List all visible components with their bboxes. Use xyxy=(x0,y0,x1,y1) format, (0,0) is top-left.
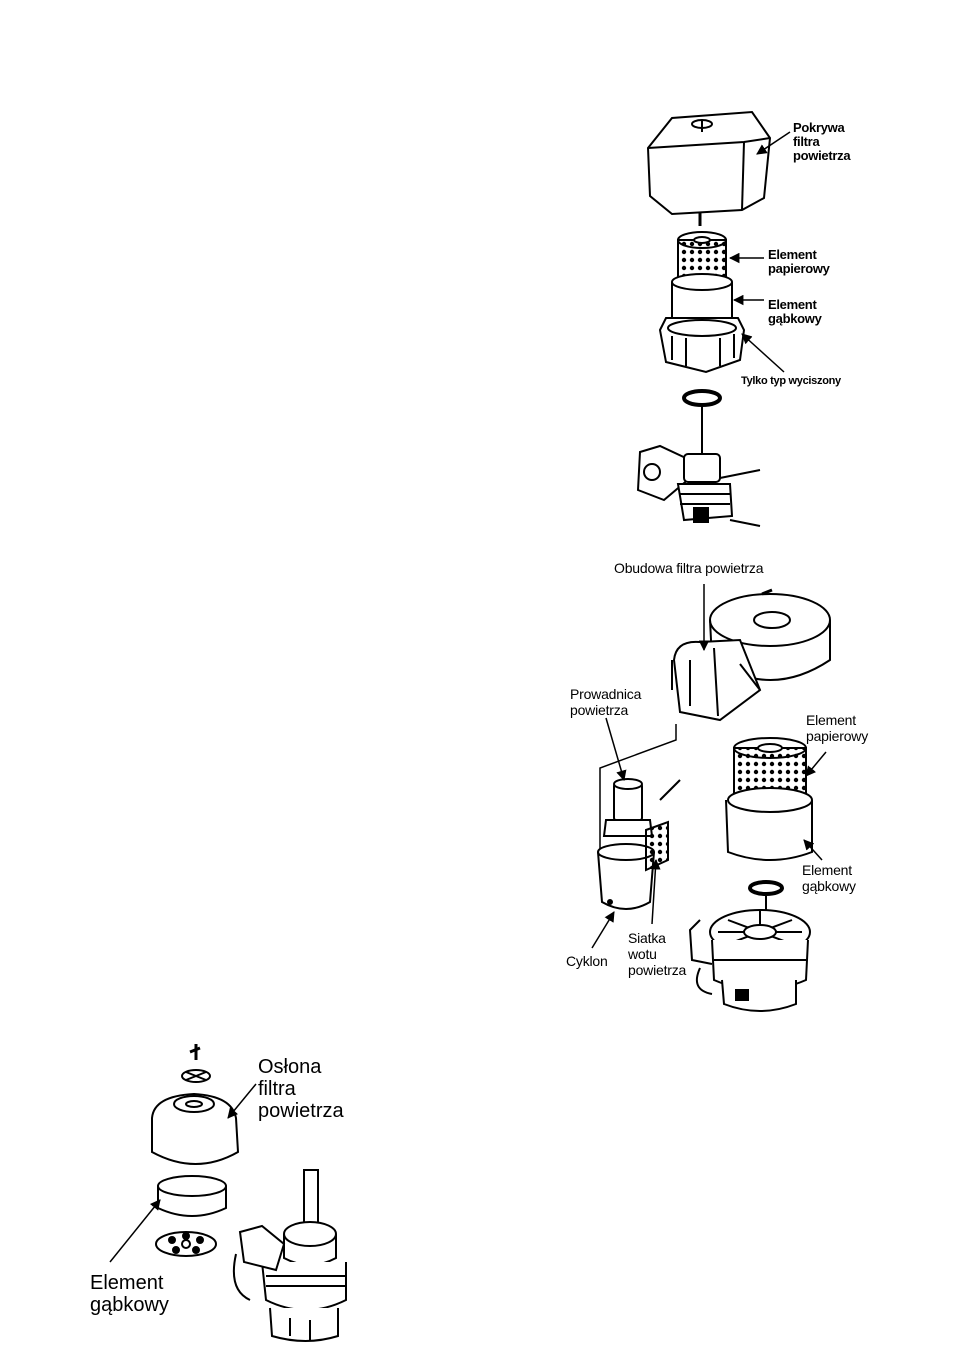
top-paper-element-drawing xyxy=(678,232,726,280)
bottom-cover-label: Osłona filtra powietrza xyxy=(258,1056,344,1122)
top-base-drawing xyxy=(660,318,744,372)
middle-gasket-drawing xyxy=(750,882,782,894)
top-cover-label: Pokrywa filtra powietrza xyxy=(793,121,850,163)
bottom-engine-drawing xyxy=(234,1170,346,1341)
top-paper-element-label: Element papierowy xyxy=(768,248,830,276)
bottom-grid-drawing xyxy=(156,1232,216,1256)
middle-air-guide-label: Prowadnica powietrza xyxy=(570,686,641,718)
middle-housing-label: Obudowa filtra powietrza xyxy=(614,560,763,576)
top-foam-element-label: Element gąbkowy xyxy=(768,298,822,326)
middle-cyclone-arrow xyxy=(592,912,614,948)
bottom-foam-element-label: Element gąbkowy xyxy=(90,1272,169,1316)
bottom-cover-arrow xyxy=(228,1084,256,1118)
middle-cyclone-label: Cyklon xyxy=(566,953,608,969)
middle-foam-element-drawing xyxy=(726,788,812,860)
middle-paper-arrow xyxy=(806,752,826,776)
middle-base-drawing xyxy=(690,910,810,1011)
middle-intake-screen-label: Siatka wotu powietrza xyxy=(628,930,686,978)
middle-foam-element-label: Element gąbkowy xyxy=(802,862,856,894)
top-engine-drawing xyxy=(638,446,760,526)
top-cover-drawing xyxy=(648,112,770,226)
top-silenced-arrow xyxy=(742,334,784,372)
bottom-washer-drawing xyxy=(182,1070,210,1082)
middle-guide-arrow xyxy=(606,718,624,780)
top-gasket-drawing xyxy=(684,391,720,405)
bottom-cover-drawing xyxy=(152,1094,238,1164)
middle-housing-drawing xyxy=(672,590,830,720)
middle-paper-element-label: Element papierowy xyxy=(806,712,868,744)
top-silenced-only-label: Tylko typ wyciszony xyxy=(741,374,841,388)
bottom-foam-drawing xyxy=(158,1176,226,1216)
bottom-foam-arrow xyxy=(110,1200,160,1262)
